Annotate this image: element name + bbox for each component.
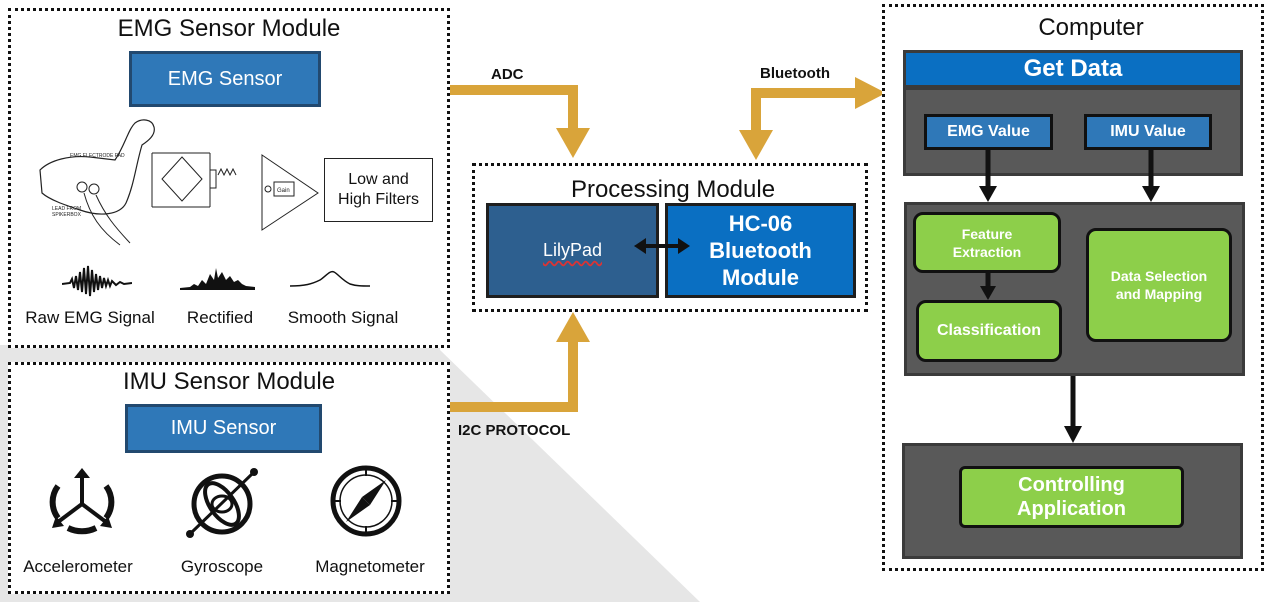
get-data-label: Get Data	[1023, 55, 1123, 82]
classification-box: Classification	[916, 300, 1062, 362]
emg-value-box: EMG Value	[924, 114, 1053, 150]
gyroscope-icon	[186, 468, 258, 538]
accelerometer-icon	[49, 468, 115, 535]
signal-label-rectified: Rectified	[186, 308, 254, 327]
smooth-signal-waveform	[290, 270, 370, 287]
bluetooth-label: Bluetooth	[760, 65, 830, 82]
magnetometer-icon	[330, 465, 402, 537]
signal-label-raw: Raw EMG Signal	[25, 308, 155, 327]
svg-text:EMG ELECTRODE PAD: EMG ELECTRODE PAD	[70, 153, 125, 159]
emg-circuit-illustration: EMG ELECTRODE PAD LEAD FROM SPIKERBOX Ga…	[39, 119, 319, 246]
computer-title: Computer	[1038, 14, 1144, 41]
filters-box: Low and High Filters	[324, 158, 433, 222]
processing-module-title: Processing Module	[570, 176, 776, 203]
adc-label: ADC	[491, 66, 524, 83]
svg-text:LEAD FROM: LEAD FROM	[52, 206, 81, 212]
svg-text:SPIKERBOX: SPIKERBOX	[52, 212, 82, 218]
emg-sensor-box: EMG Sensor	[129, 51, 321, 107]
data-selection-mapping-box: Data Selection and Mapping	[1086, 228, 1232, 342]
svg-text:Gain: Gain	[277, 188, 290, 194]
imu-sensor-box: IMU Sensor	[125, 404, 322, 453]
imu-label-gyroscope: Gyroscope	[180, 557, 264, 576]
hc06-bluetooth-module-label: HC-06 Bluetooth Module	[709, 211, 812, 290]
imu-label-accelerometer: Accelerometer	[23, 557, 133, 576]
rectified-waveform	[180, 268, 255, 290]
filters-label: Low and High Filters	[338, 171, 419, 208]
get-data-header: Get Data	[903, 50, 1243, 88]
lilypad-label: LilyPad	[542, 240, 603, 260]
imu-value-box: IMU Value	[1084, 114, 1212, 150]
feature-extraction-box: Feature Extraction	[913, 212, 1061, 273]
lilypad-box: LilyPad	[486, 203, 659, 298]
imu-module-title: IMU Sensor Module	[122, 368, 336, 395]
emg-module-title: EMG Sensor Module	[117, 15, 341, 42]
controlling-application-box: Controlling Application	[959, 466, 1184, 528]
i2c-protocol-label: I2C PROTOCOL	[458, 422, 571, 439]
hc06-bluetooth-module-box: HC-06 Bluetooth Module	[665, 203, 856, 298]
imu-label-magnetometer: Magnetometer	[315, 557, 425, 576]
raw-emg-waveform	[62, 265, 132, 297]
signal-label-smooth: Smooth Signal	[287, 308, 399, 327]
